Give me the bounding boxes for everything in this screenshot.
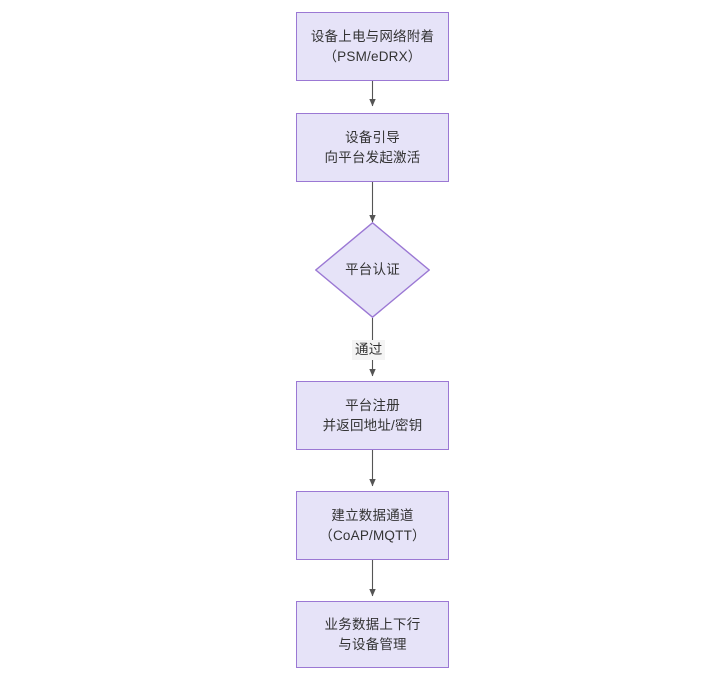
node-label-line: 设备引导 [345,129,400,145]
diamond-shape [315,222,430,318]
edge-label-pass: 通过 [352,340,386,360]
node-label-line: （PSM/eDRX） [323,48,422,64]
node-device-bootstrap[interactable]: 设备引导 向平台发起激活 [296,113,449,182]
node-label-line: 业务数据上下行 [324,616,421,632]
node-platform-registration[interactable]: 平台注册 并返回地址/密钥 [296,381,449,450]
node-label-line: 向平台发起激活 [324,149,421,165]
node-business-data-and-device-management[interactable]: 业务数据上下行 与设备管理 [296,601,449,668]
node-label-line: 与设备管理 [338,636,407,652]
node-label-line: 建立数据通道 [331,507,414,523]
node-label-line: 设备上电与网络附着 [310,28,435,44]
node-label-line: （CoAP/MQTT） [319,527,426,543]
node-label-line: 平台注册 [345,397,400,413]
node-establish-data-channel[interactable]: 建立数据通道 （CoAP/MQTT） [296,491,449,560]
node-label-line: 并返回地址/密钥 [322,417,423,433]
node-label-line: 平台认证 [345,262,400,277]
node-device-power-on[interactable]: 设备上电与网络附着 （PSM/eDRX） [296,12,449,81]
node-platform-authentication[interactable]: 平台认证 [315,222,430,318]
